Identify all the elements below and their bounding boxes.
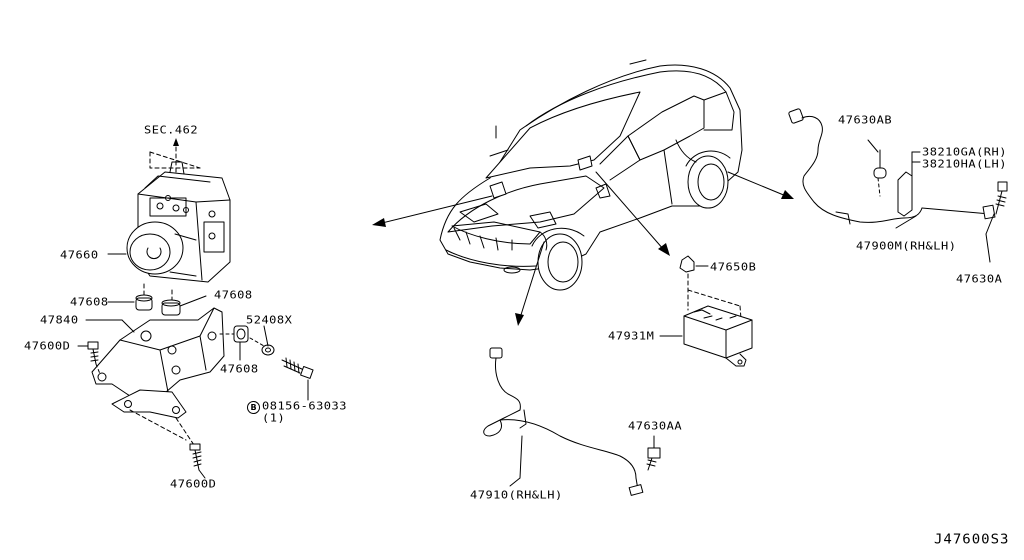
part-08156-qty-label: (1)	[262, 411, 286, 425]
ecu-drawing	[659, 255, 753, 367]
part-38210ha-label[interactable]: 38210HA(LH)	[922, 157, 1007, 171]
bracket-drawing	[77, 283, 314, 479]
part-47600d-top-label[interactable]: 47600D	[24, 339, 71, 353]
part-47630aa-label[interactable]: 47630AA	[628, 419, 683, 433]
drawing-code-label: J47600S3	[934, 532, 1010, 548]
part-47608-low-label[interactable]: 47608	[220, 362, 259, 376]
part-47900m-label[interactable]: 47900M(RH&LH)	[856, 239, 957, 253]
part-38210ga-label[interactable]: 38210GA(RH)	[922, 145, 1007, 159]
part-47910-label[interactable]: 47910(RH&LH)	[470, 488, 563, 502]
part-47630ab-label[interactable]: 47630AB	[838, 113, 893, 127]
part-47650b-label[interactable]: 47650B	[710, 260, 757, 274]
part-47931m-label[interactable]: 47931M	[608, 329, 655, 343]
part-47660-label[interactable]: 47660	[60, 248, 99, 262]
part-47600d-bottom-label[interactable]: 47600D	[170, 477, 217, 491]
part-08156-label[interactable]: 08156-63033	[262, 399, 347, 413]
abs-actuator-drawing	[107, 138, 231, 283]
bolt-prefix-b-icon: B	[247, 401, 260, 414]
part-47840-label[interactable]: 47840	[40, 313, 79, 327]
part-47630a-label[interactable]: 47630A	[956, 272, 1003, 286]
part-47608-mid-label[interactable]: 47608	[214, 288, 253, 302]
front-sensor-drawing	[483, 347, 661, 496]
rear-sensor-drawing	[788, 108, 1008, 263]
vehicle-drawing	[372, 59, 794, 326]
part-47608-left-label[interactable]: 47608	[70, 295, 109, 309]
part-52408x-label[interactable]: 52408X	[246, 313, 293, 327]
sec-462-label[interactable]: SEC.462	[144, 123, 199, 137]
